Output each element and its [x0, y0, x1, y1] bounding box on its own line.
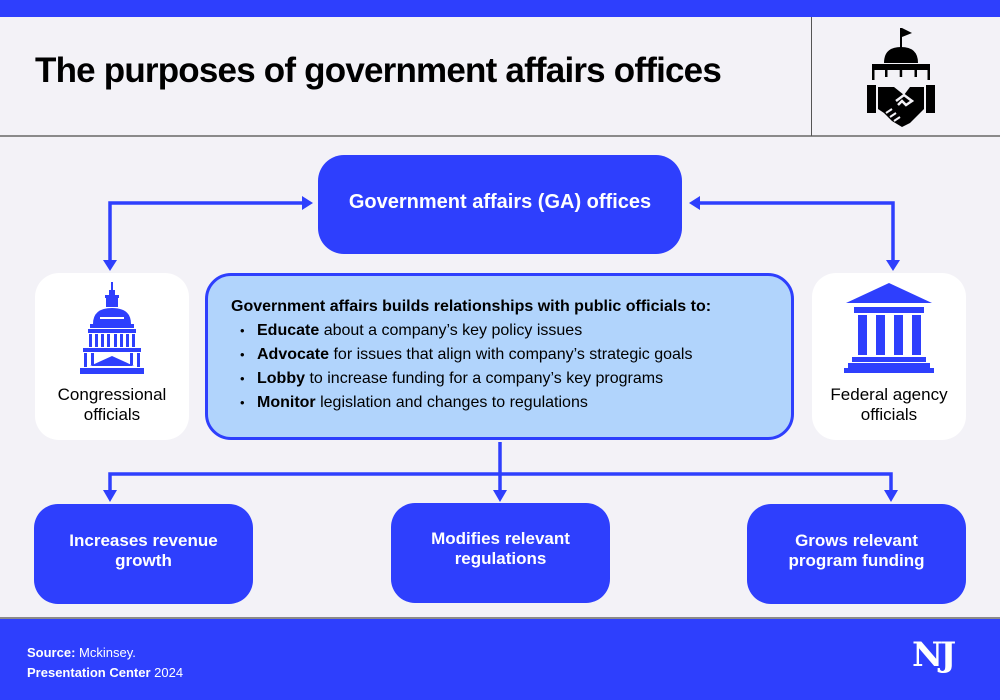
node-congressional-officials: Congressional officials — [35, 273, 189, 440]
top-accent-bar — [0, 0, 1000, 17]
header-divider — [811, 17, 812, 136]
outcome-revenue-growth: Increases revenue growth — [34, 504, 253, 604]
capitol-dome-icon — [80, 282, 144, 374]
footer: Source: Mckinsey. Presentation Center 20… — [0, 617, 1000, 700]
purpose-item-lobby: Lobby to increase funding for a company’… — [240, 367, 791, 391]
node-relationship-purposes: Government affairs builds relationships … — [205, 273, 794, 440]
page-title: The purposes of government affairs offic… — [35, 51, 722, 90]
outcome-program-funding: Grows relevant program funding — [747, 504, 966, 604]
source-credit: Source: Mckinsey. Presentation Center 20… — [27, 645, 184, 680]
outcome-modifies-regulations: Modifies relevant regulations — [391, 503, 610, 603]
capitol-handshake-icon — [867, 28, 935, 127]
government-building-icon — [844, 283, 934, 373]
node-congressional-officials-label: Congressional officials — [57, 385, 167, 424]
node-federal-agency-officials: Federal agency officials — [812, 273, 966, 440]
node-ga-offices-label: Government affairs (GA) offices — [348, 191, 652, 213]
node-federal-agency-officials-label: Federal agency officials — [830, 385, 948, 424]
center-lead-text: Government affairs builds relationships … — [231, 298, 712, 315]
purpose-item-monitor: Monitor legislation and changes to regul… — [240, 391, 791, 415]
purpose-item-educate: Educate about a company’s key policy iss… — [240, 319, 791, 343]
purpose-item-advocate: Advocate for issues that align with comp… — [240, 343, 791, 367]
node-ga-offices: Government affairs (GA) offices — [318, 155, 682, 254]
purpose-list: Educate about a company’s key policy iss… — [231, 319, 791, 415]
nj-logo: NJ — [912, 635, 956, 675]
header: The purposes of government affairs offic… — [0, 17, 1000, 137]
